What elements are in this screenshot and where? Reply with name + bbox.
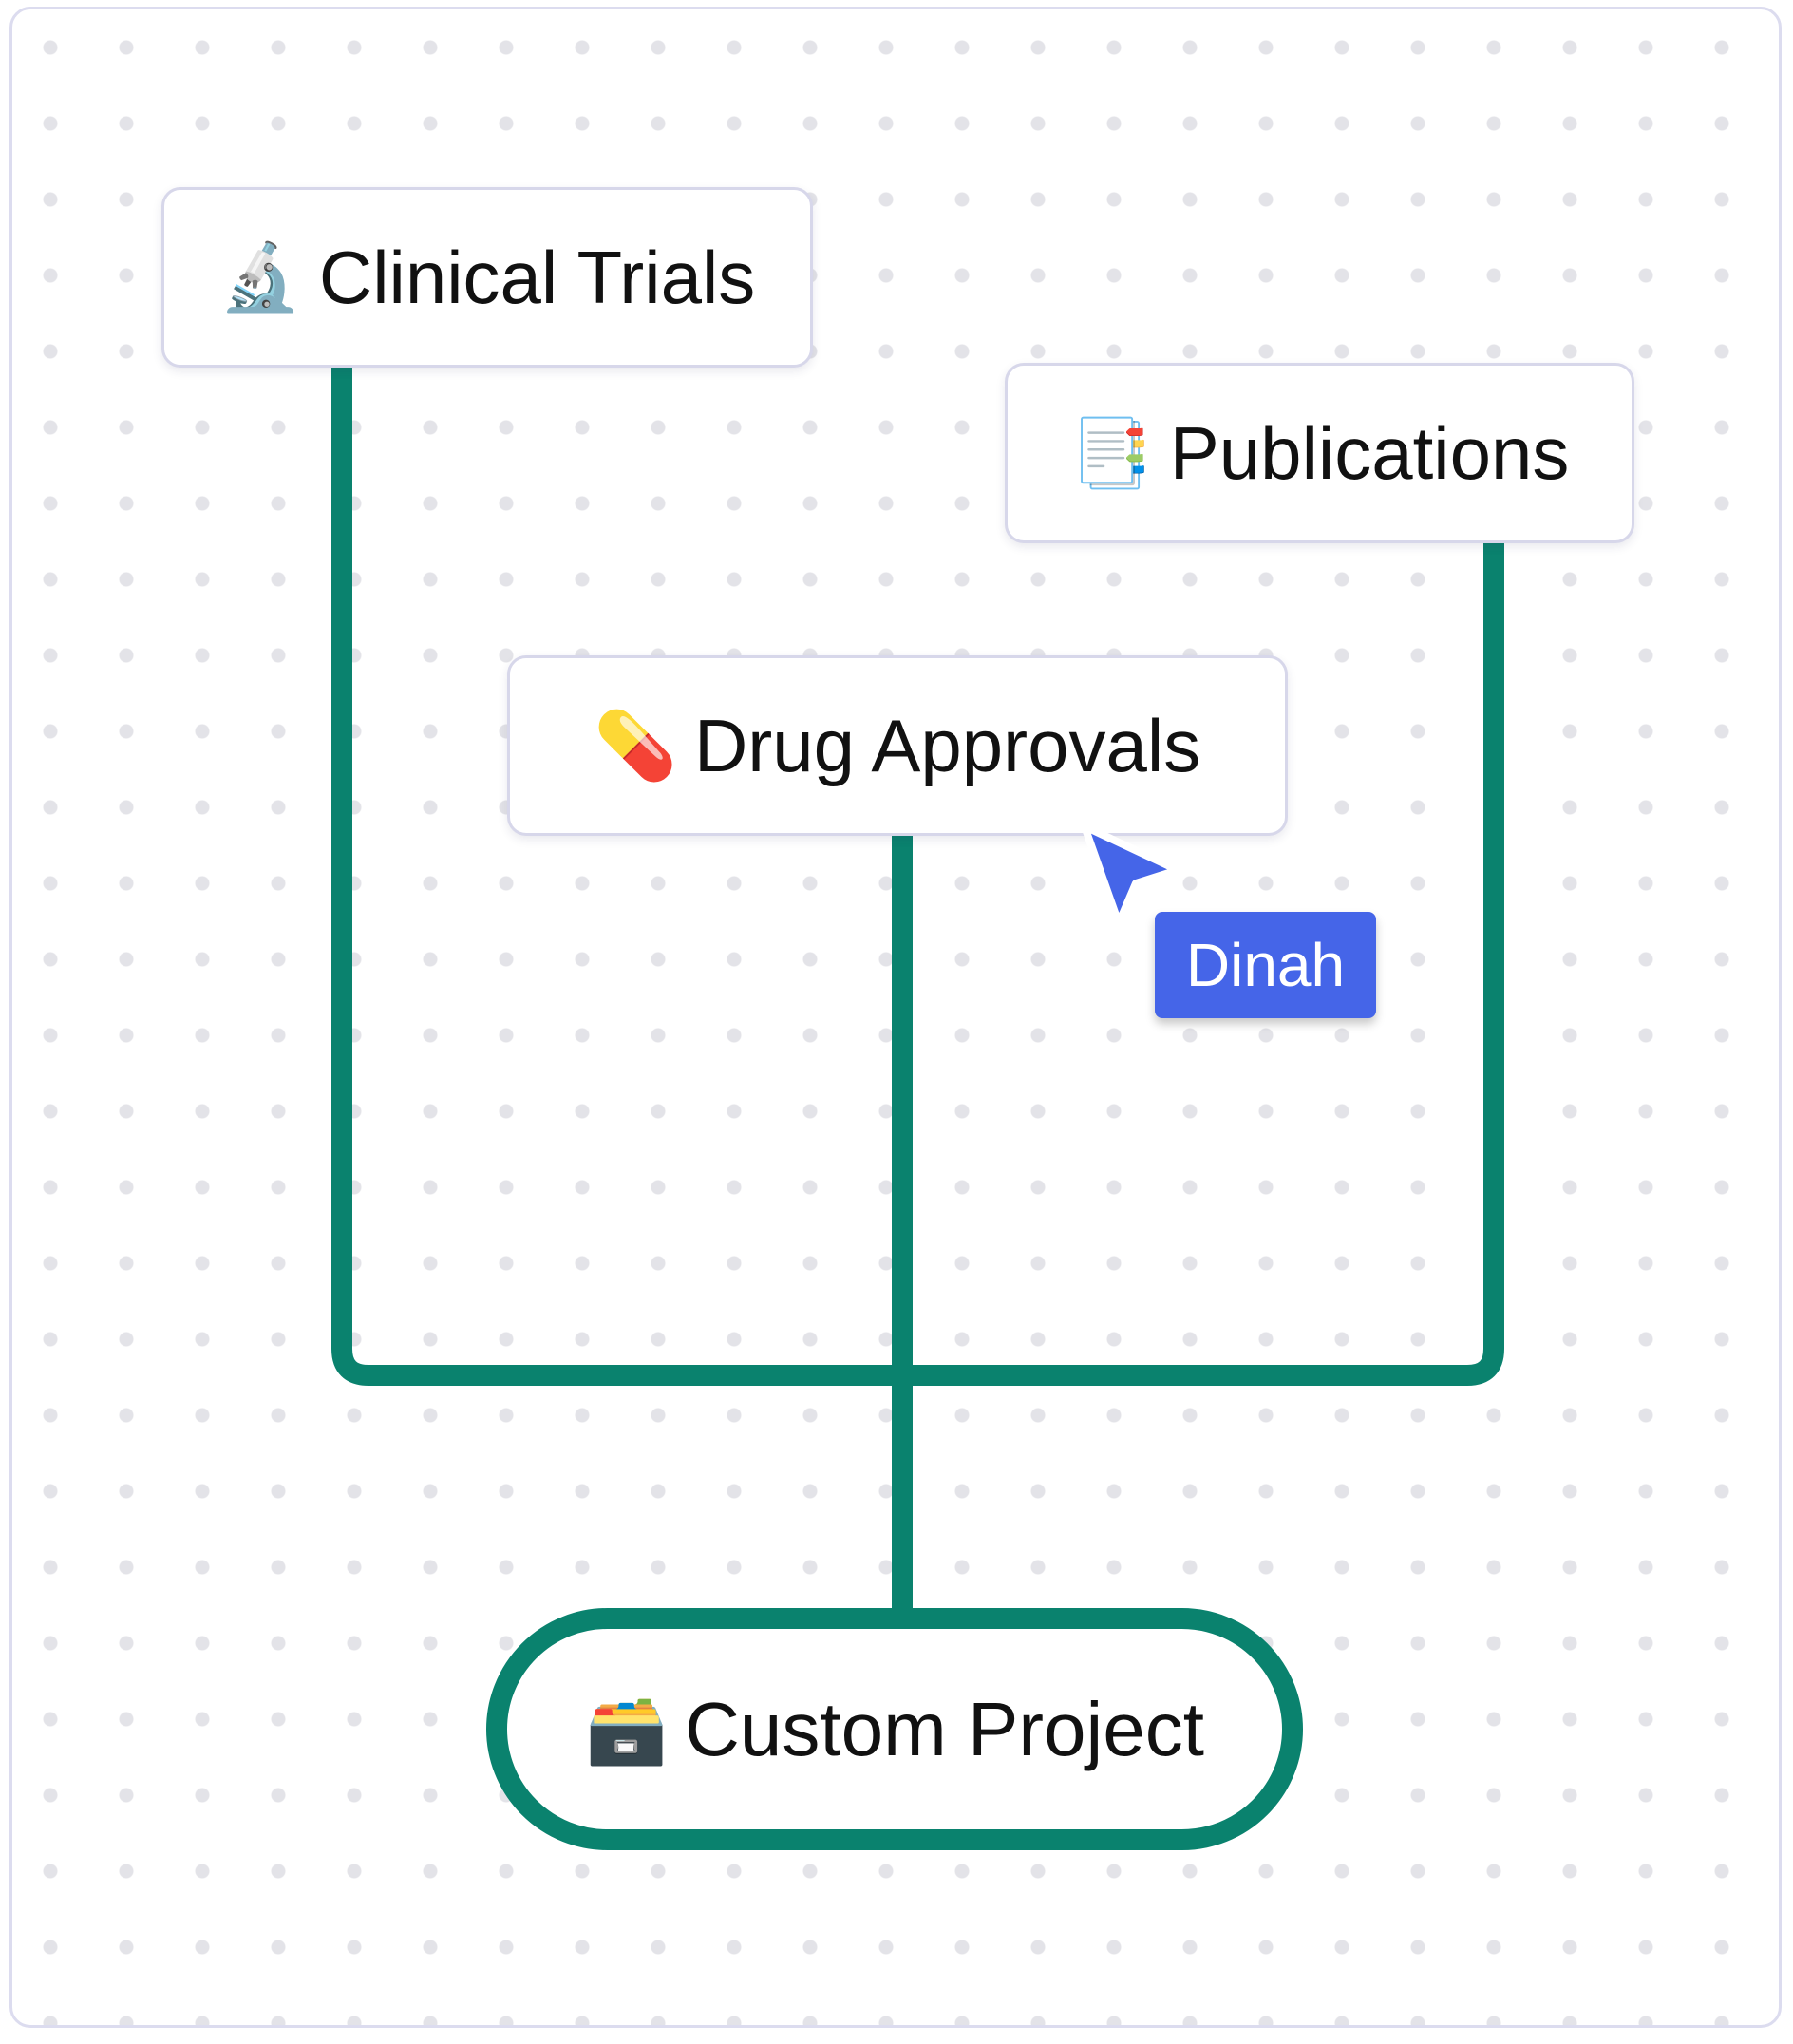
node-label: Clinical Trials	[318, 235, 756, 319]
microscope-icon: 🔬	[218, 238, 302, 316]
node-label: Custom Project	[685, 1686, 1204, 1771]
collaborator-cursor-icon	[1081, 823, 1181, 927]
node-drug-approvals[interactable]: 💊 Drug Approvals	[507, 655, 1288, 836]
collaborator-name: Dinah	[1185, 931, 1346, 999]
node-publications[interactable]: 📑 Publications	[1005, 363, 1634, 543]
node-label: Drug Approvals	[693, 703, 1201, 787]
node-clinical-trials[interactable]: 🔬 Clinical Trials	[161, 187, 813, 368]
pill-icon: 💊	[594, 707, 677, 785]
node-label: Publications	[1169, 410, 1570, 495]
card-file-box-icon: 🗃️	[584, 1690, 669, 1769]
document-icon: 📑	[1069, 414, 1153, 492]
collaborator-name-tag: Dinah	[1155, 912, 1376, 1018]
node-custom-project[interactable]: 🗃️ Custom Project	[486, 1608, 1303, 1850]
